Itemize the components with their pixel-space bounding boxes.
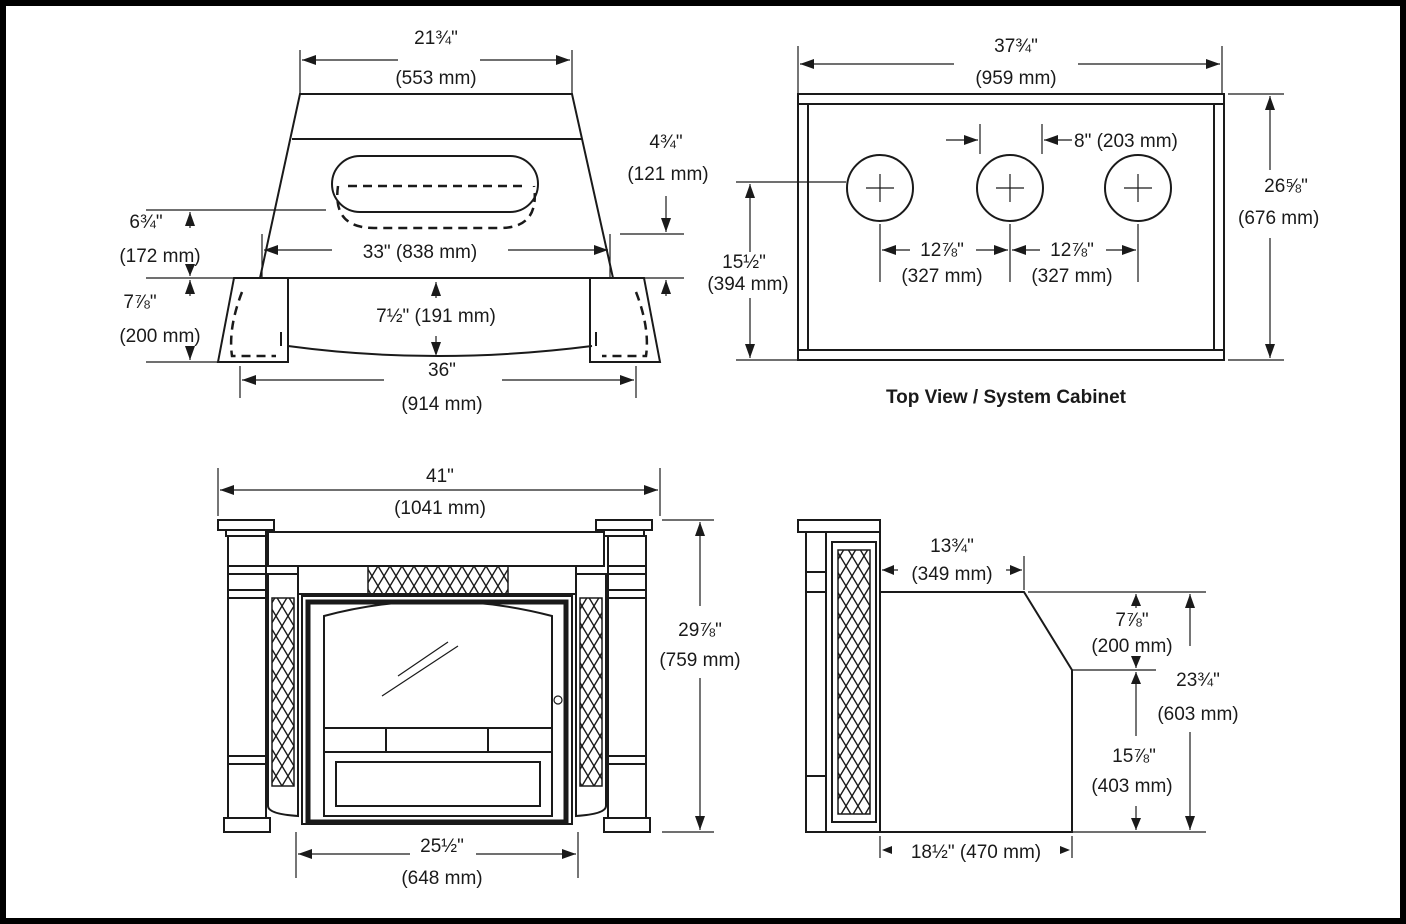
front-elevation-view — [217, 468, 714, 878]
front-mid-width: 33" (838 mm) — [363, 242, 477, 263]
elev-height-mm: (759 mm) — [659, 650, 740, 671]
elev-height-in: 29⅞" — [678, 620, 722, 641]
top-spacing: 8" (203 mm) — [1074, 131, 1178, 152]
side-lower-mm: (403 mm) — [1091, 776, 1172, 797]
side-top-depth-in: 13¾" — [930, 536, 974, 557]
top-pitch1-in: 12⅞" — [920, 240, 964, 261]
side-top-depth-mm: (349 mm) — [911, 564, 992, 585]
front-depth-mm: (121 mm) — [627, 164, 708, 185]
side-total-mm: (603 mm) — [1157, 704, 1238, 725]
front-left-lower-mm: (200 mm) — [119, 326, 200, 347]
elev-opening-mm: (648 mm) — [401, 868, 482, 889]
dimension-drawing: 21¾" (553 mm) 4¾" (121 mm) 6¾" (172 mm) … — [119, 28, 1319, 889]
elev-opening-in: 25½" — [420, 836, 464, 857]
top-pitch2-mm: (327 mm) — [1031, 266, 1112, 287]
front-top-width-mm: (553 mm) — [395, 68, 476, 89]
side-total-in: 23¾" — [1176, 670, 1220, 691]
side-lower-in: 15⅞" — [1112, 746, 1156, 767]
top-width-in: 37¾" — [994, 36, 1038, 57]
front-left-upper-in: 6¾" — [129, 212, 162, 233]
side-bevel-in: 7⅞" — [1115, 610, 1148, 631]
drawing-sheet: 21¾" (553 mm) 4¾" (121 mm) 6¾" (172 mm) … — [6, 6, 1400, 918]
front-left-lower-in: 7⅞" — [123, 292, 156, 313]
top-height-in: 26⅝" — [1264, 176, 1308, 197]
front-left-upper-mm: (172 mm) — [119, 246, 200, 267]
system-cabinet-top-view — [736, 46, 1284, 361]
top-width-mm: (959 mm) — [975, 68, 1056, 89]
top-pipe-height-mm: (394 mm) — [707, 274, 788, 295]
front-bottom-width-mm: (914 mm) — [401, 394, 482, 415]
top-pitch2-in: 12⅞" — [1050, 240, 1094, 261]
side-bevel-mm: (200 mm) — [1091, 636, 1172, 657]
top-height-mm: (676 mm) — [1238, 208, 1319, 229]
top-pipe-height-in: 15½" — [722, 252, 766, 273]
front-center-depth: 7½" (191 mm) — [376, 306, 496, 327]
elev-width-mm: (1041 mm) — [394, 498, 486, 519]
side-base-depth: 18½" (470 mm) — [911, 842, 1041, 863]
front-top-width-in: 21¾" — [414, 28, 458, 49]
top-pitch1-mm: (327 mm) — [901, 266, 982, 287]
top-view-caption: Top View / System Cabinet — [886, 387, 1127, 408]
front-bottom-width-in: 36" — [428, 360, 456, 381]
side-elevation-view — [797, 519, 1206, 858]
elev-width-in: 41" — [426, 466, 454, 487]
insert-plan-view — [146, 50, 684, 398]
front-depth-in: 4¾" — [649, 132, 682, 153]
